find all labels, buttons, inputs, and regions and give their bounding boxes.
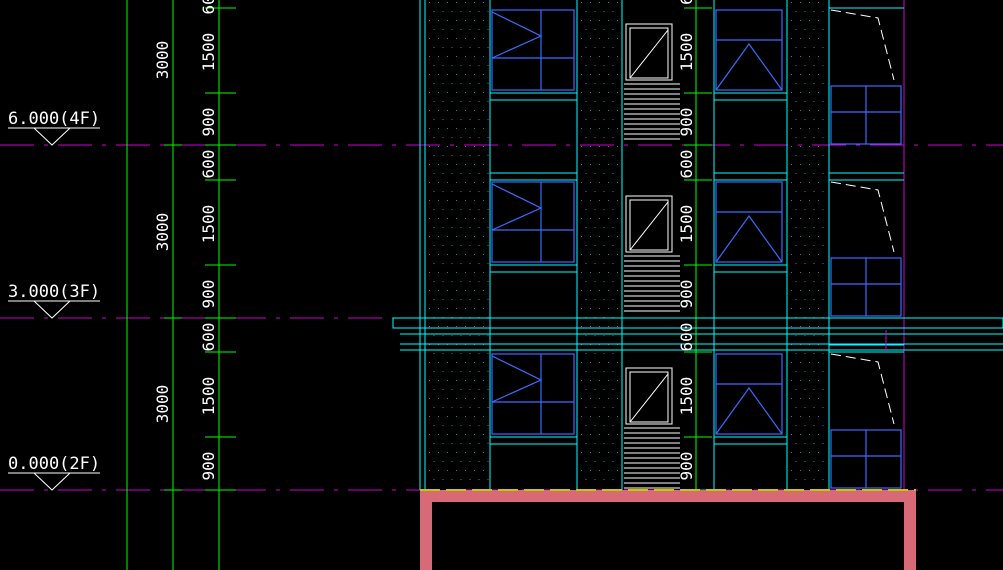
- dim-seg-mid-6: 900: [677, 280, 696, 309]
- dim-seg-mid-2: 1500: [677, 33, 696, 72]
- level-markers: [8, 127, 100, 491]
- dim-seg-left-3: 900: [199, 108, 218, 137]
- dim-seg-mid-5: 1500: [677, 205, 696, 244]
- window-far-right-4f: [830, 85, 902, 145]
- window-far-right-3f: [830, 257, 902, 317]
- dim-seg-mid-7: 600: [677, 323, 696, 352]
- windows: [491, 9, 902, 489]
- level-label-4f: 6.000(4F): [8, 109, 100, 129]
- level-label-3f: 3.000(3F): [8, 282, 100, 302]
- dim-seg-mid-8: 1500: [677, 377, 696, 416]
- dim-overall-bottom: 3000: [153, 385, 172, 424]
- dim-seg-left-1: 600: [199, 0, 218, 14]
- dim-overall-top: 3000: [153, 41, 172, 80]
- dim-overall-mid: 3000: [153, 213, 172, 252]
- ground-beam: [420, 489, 916, 570]
- building-facade: [419, 0, 905, 490]
- level-label-2f: 0.000(2F): [8, 454, 100, 474]
- dim-seg-mid-3: 900: [677, 108, 696, 137]
- dim-seg-mid-9: 900: [677, 452, 696, 481]
- dim-seg-mid-1: 6: [677, 0, 696, 5]
- balcony-doors: [625, 9, 895, 425]
- dim-seg-left-9: 900: [199, 452, 218, 481]
- dim-seg-left-8: 1500: [199, 377, 218, 416]
- dim-seg-left-6: 900: [199, 280, 218, 309]
- dim-seg-left-2: 1500: [199, 33, 218, 72]
- window-right-2f: [715, 353, 783, 435]
- stair-treads: [624, 83, 680, 489]
- dim-seg-left-5: 1500: [199, 205, 218, 244]
- dim-seg-left-4: 600: [199, 150, 218, 179]
- window-left-2f: [491, 353, 575, 435]
- window-left-3f: [491, 181, 575, 263]
- window-right-3f: [715, 181, 783, 263]
- dim-seg-left-7: 600: [199, 323, 218, 352]
- window-far-right-2f: [830, 429, 902, 489]
- dim-seg-mid-4: 600: [677, 150, 696, 179]
- window-left-4f: [491, 9, 575, 91]
- canopy-slab: [392, 317, 1003, 352]
- window-right-4f: [715, 9, 783, 91]
